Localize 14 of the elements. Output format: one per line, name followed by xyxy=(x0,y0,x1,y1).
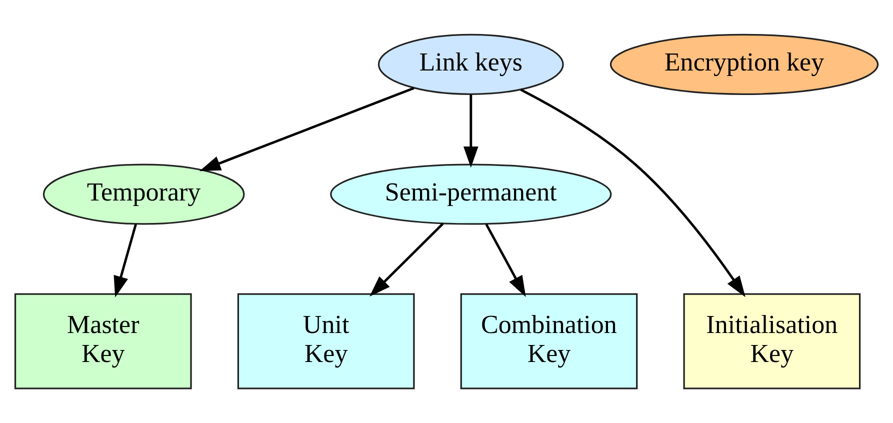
node-ellipse: Encryption key xyxy=(610,34,879,95)
node-box: Master Key xyxy=(14,293,192,390)
arrow xyxy=(463,94,478,168)
arrow xyxy=(114,224,137,298)
arrow xyxy=(520,88,746,298)
arrow xyxy=(485,224,526,298)
node-box: Unit Key xyxy=(237,293,415,390)
node-box: Initialisation Key xyxy=(683,293,861,390)
arrow xyxy=(199,86,414,172)
arrow xyxy=(370,222,444,297)
node-ellipse: Semi-permanent xyxy=(330,164,612,225)
node-ellipse: Link keys xyxy=(378,34,564,95)
node-box: Combination Key xyxy=(460,293,638,390)
node-ellipse: Temporary xyxy=(42,164,245,225)
